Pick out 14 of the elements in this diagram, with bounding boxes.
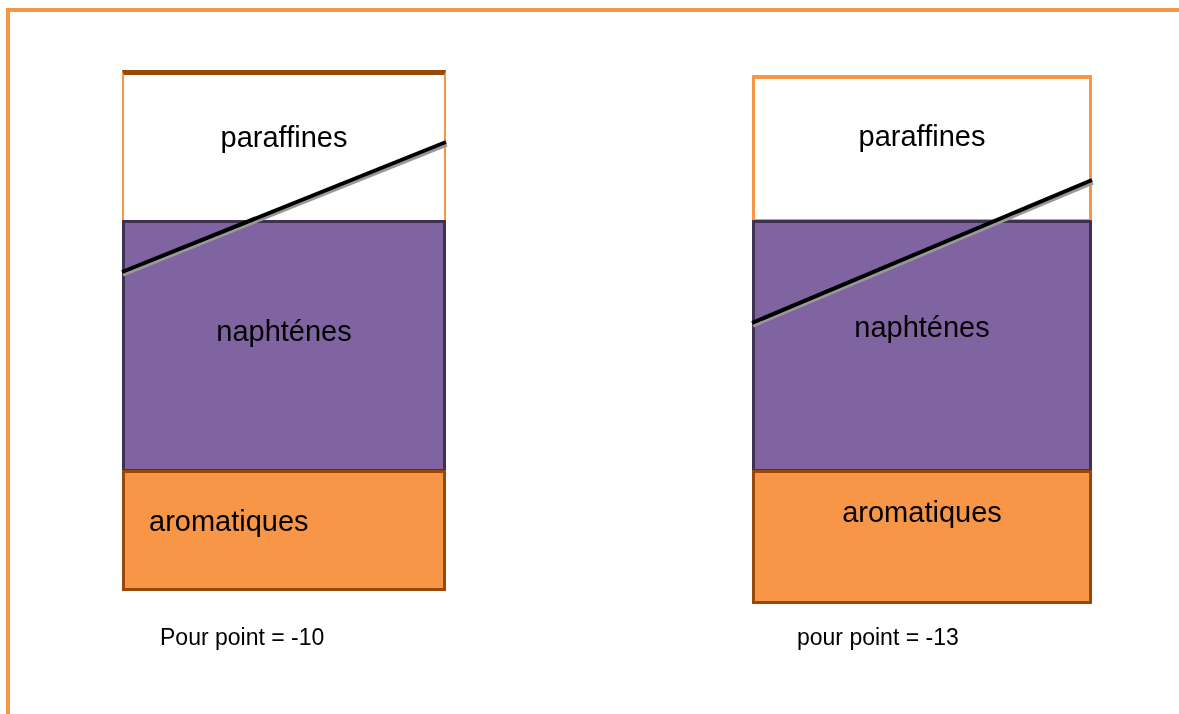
composition-band (752, 220, 1092, 472)
composition-band (122, 220, 446, 472)
band-label: paraffines (220, 121, 348, 154)
composition-band (122, 70, 446, 222)
band-label: paraffines (858, 120, 986, 153)
band-label: naphténes (854, 311, 990, 344)
composition-band (752, 470, 1092, 604)
band-label: aromatiques (149, 505, 309, 538)
band-label: aromatiques (842, 496, 1002, 529)
band-label: naphténes (216, 315, 352, 348)
composition-band (122, 470, 446, 591)
pour-point-note: Pour point = -10 (160, 624, 325, 651)
pour-point-note: pour point = -13 (797, 624, 959, 651)
composition-band (752, 75, 1092, 222)
